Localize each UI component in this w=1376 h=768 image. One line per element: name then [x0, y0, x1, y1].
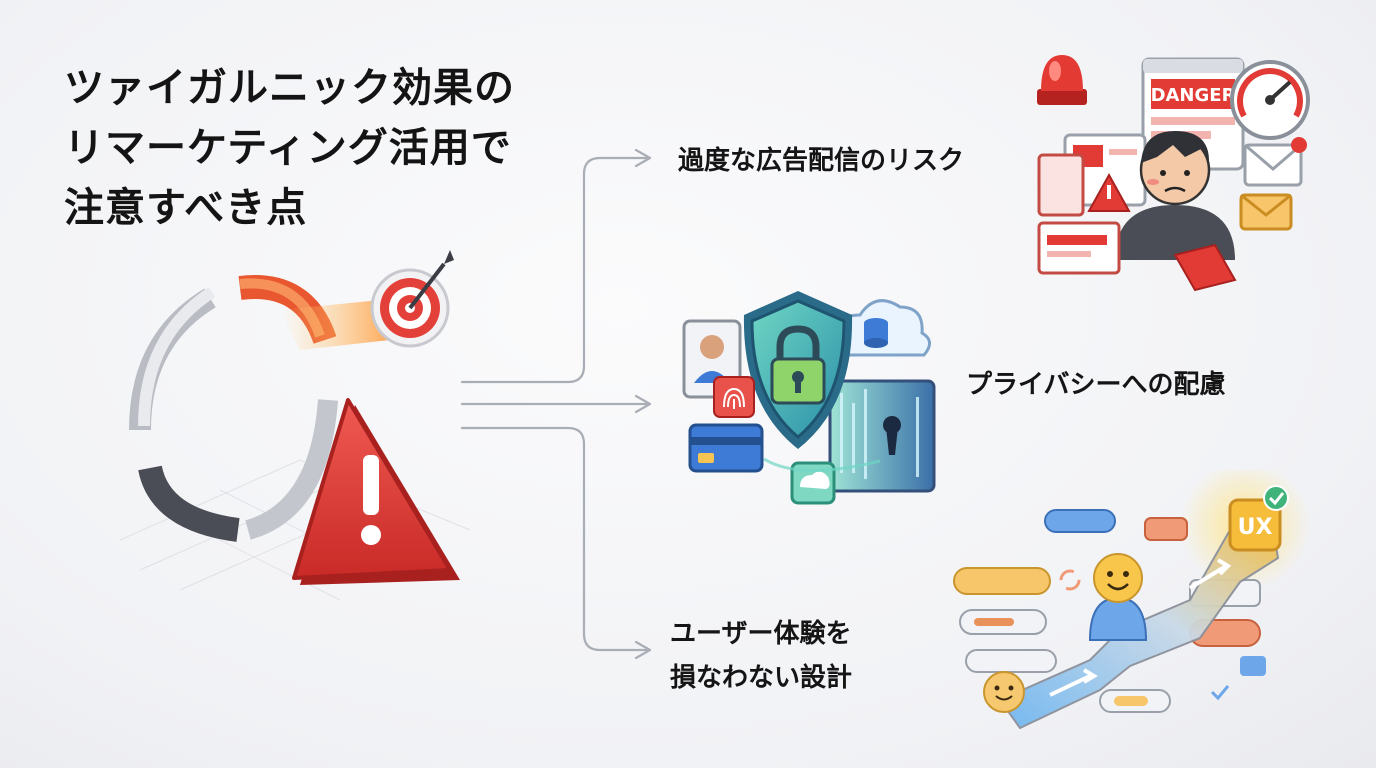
connector-arrow-bottom: [460, 426, 650, 652]
privacy-shield-lock-illustration: [682, 291, 936, 505]
warning-triangle-icon: [292, 398, 460, 585]
branch-label-ad-risk: 過度な広告配信のリスク: [678, 140, 964, 177]
ux-path-illustration: UX: [953, 470, 1310, 730]
title-line-3: 注意すべき点: [64, 185, 308, 231]
danger-sign-text: DANGER: [1151, 85, 1236, 106]
credit-card-icon: [688, 423, 764, 473]
alarm-light-icon: [1037, 55, 1087, 105]
branch-1-line-1: 過度な広告配信のリスク: [678, 146, 965, 176]
ux-badge-text: UX: [1238, 515, 1273, 540]
branch-3-line-1: ユーザー体験を: [670, 619, 852, 649]
title-line-1: ツァイガルニック効果の: [64, 65, 515, 111]
page-title: ツァイガルニック効果の リマーケティング活用で 注意すべき点: [64, 58, 515, 238]
overloaded-ads-danger-illustration: DANGER: [1037, 55, 1310, 292]
branch-label-ux: ユーザー体験を 損なわない設計: [670, 612, 852, 700]
branch-3-line-2: 損なわない設計: [670, 663, 853, 693]
connector-arrow-top: [460, 156, 650, 384]
cloud-database-icon: [826, 299, 931, 357]
happy-user-icon: [1088, 553, 1148, 641]
smiley-icon: [983, 671, 1025, 713]
incomplete-ring-warning-illustration: [119, 250, 471, 601]
ux-badge-icon: UX: [1228, 485, 1289, 552]
fingerprint-icon: [713, 376, 755, 418]
keyhole-icon: [883, 416, 901, 455]
target-icon: [370, 250, 454, 348]
branch-label-privacy: プライバシーへの配慮: [966, 364, 1225, 401]
speed-gauge-icon: [1230, 60, 1310, 140]
stressed-person-icon: [1115, 131, 1235, 260]
branch-2-line-1: プライバシーへの配慮: [966, 370, 1226, 400]
title-line-2: リマーケティング活用で: [64, 125, 512, 171]
padlock-icon: [770, 325, 826, 405]
cloud-upload-icon: [790, 461, 836, 505]
